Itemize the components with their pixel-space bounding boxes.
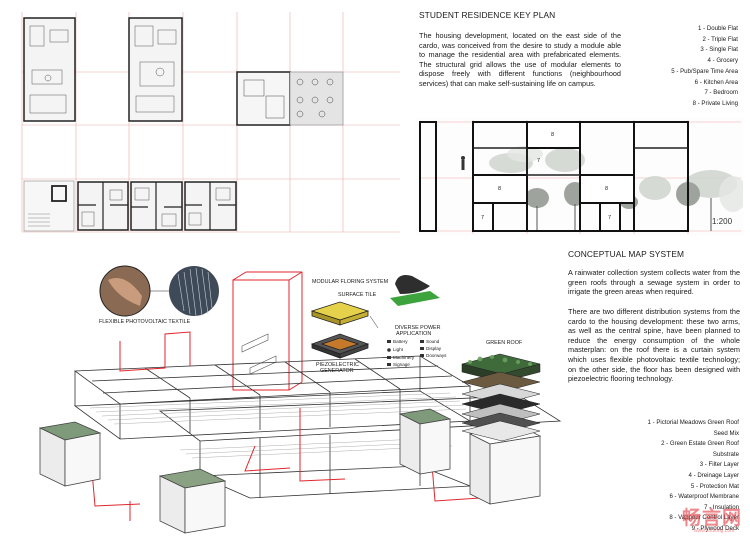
section-room-label: 7 xyxy=(481,215,484,221)
power-title-1: DIVERSE POWER xyxy=(395,325,441,331)
section-room-label: 8 xyxy=(498,186,501,192)
legend-item: 2 - Triple Flat xyxy=(702,35,738,43)
section-room-label: 8 xyxy=(605,186,608,192)
power-item-display: Display xyxy=(426,346,442,351)
layer-item: 8 - Vappour Control Layer xyxy=(669,514,739,522)
layer-item: Substrate xyxy=(712,450,739,458)
piezo-label-1: PIEZOELECTRIC xyxy=(316,362,359,368)
layer-item: 2 - Green Estate Green Roof xyxy=(661,440,739,448)
legend-item: 7 - Bedroom xyxy=(704,89,738,97)
power-item-sound: Sound xyxy=(426,339,440,344)
legend-item: 3 - Single Flat xyxy=(700,46,738,54)
pv-textile-label: FLEXIBLE PHOTOVOLTAIC TEXTILE xyxy=(99,319,191,325)
layer-item: 6 - Waterproof Membrane xyxy=(669,493,739,501)
signage-icon xyxy=(387,363,391,366)
layer-item: 9 - Plywood Deck xyxy=(691,524,739,532)
power-title-2: APPLICATION xyxy=(396,331,432,337)
power-item-light: Light xyxy=(393,347,403,352)
layer-item: 7 - Insulation xyxy=(704,503,739,511)
green-roof-label: GREEN ROOF xyxy=(486,340,523,346)
legend-item: 8 - Private Living xyxy=(692,99,738,107)
machinery-icon xyxy=(387,356,391,359)
section-room-label: 7 xyxy=(608,215,611,221)
legend-item: 6 - Kitchen Area xyxy=(694,78,738,86)
key-plan-legend: 1 - Double Flat 2 - Triple Flat 3 - Sing… xyxy=(632,24,738,110)
watermark-url: www.zhulong.com xyxy=(694,528,735,534)
layer-item: 1 - Pictorial Meadows Green Roof xyxy=(647,419,739,426)
axonometric-drawing xyxy=(38,265,562,534)
legend-item: 1 - Double Flat xyxy=(698,25,738,32)
flooring-system-label: MODULAR FLORING SYSTEM xyxy=(312,279,389,285)
floor-plans xyxy=(21,12,400,233)
layer-item: 3 - Filter Layer xyxy=(699,461,739,469)
key-plan-title: STUDENT RESIDENCE KEY PLAN xyxy=(419,10,556,20)
power-item-doorways: Doorways xyxy=(426,353,447,358)
section-room-label: 8 xyxy=(551,132,554,138)
layer-item: Seed Mix xyxy=(713,429,739,437)
doorways-icon xyxy=(420,354,424,357)
watermark-logo: 畅言网 xyxy=(682,508,743,529)
foot-icon xyxy=(395,275,430,294)
pv-textile-image xyxy=(169,266,219,316)
power-item-machinery: Machinery xyxy=(393,355,415,360)
power-item-battery: Battery xyxy=(393,339,408,344)
insulation-layer xyxy=(461,420,541,442)
sound-icon xyxy=(420,340,424,343)
light-icon xyxy=(387,348,391,352)
foot-tile xyxy=(390,291,440,306)
green-roof-layers: 1 - Pictorial Meadows Green Roof Seed Mi… xyxy=(600,418,739,535)
layer-item: 5 - Protection Mat xyxy=(690,482,739,490)
legend-item: 5 - Pub/Spare Time Area xyxy=(671,67,738,75)
conceptual-title: CONCEPTUAL MAP SYSTEM xyxy=(568,249,685,259)
power-item-signage: Signage xyxy=(393,362,410,367)
conceptual-paragraph-2: There are two different distribution sys… xyxy=(568,307,740,384)
section-room-label: 7 xyxy=(537,158,540,164)
battery-icon xyxy=(387,340,391,343)
piezo-label-2: GENERATOR xyxy=(320,368,354,374)
key-plan-description: The housing development, located on the … xyxy=(419,31,621,88)
legend-item: 4 - Grocery xyxy=(707,57,738,65)
section-drawing: 8 8 8 7 7 7 xyxy=(415,118,743,236)
conceptual-paragraph-1: A rainwater collection system collects w… xyxy=(568,268,740,297)
display-icon xyxy=(420,347,424,350)
section-scale: 1:200 xyxy=(712,217,733,226)
surface-tile-label: SURFACE TILE xyxy=(338,292,377,298)
layer-item: 4 - Dreinage Layer xyxy=(688,471,739,479)
